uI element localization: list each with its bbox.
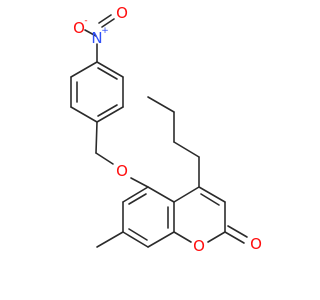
charge-minus: - — [84, 16, 87, 26]
bond-c4-c3-inner — [200, 193, 220, 206]
bond-c2-o1 — [207, 231, 226, 243]
bond-carbonyl-2 — [227, 225, 248, 238]
bond-n-o-right-outer — [101, 18, 115, 28]
bond-n-o-left — [84, 29, 97, 37]
bond-n-o-right-inner — [98, 14, 112, 24]
atom-carbonyl-o: O — [250, 235, 262, 253]
bond-c7-c8 — [122, 231, 149, 248]
bond-ring-ch2 — [95, 121, 98, 154]
bond-benzene-inner-2 — [97, 104, 118, 117]
structure-diagram: O - N + O O O O — [70, 4, 262, 255]
bonds — [70, 14, 248, 248]
bond-benzene-6 — [70, 61, 98, 78]
bond-butyl-2 — [173, 141, 200, 158]
bond-benzene-4 — [70, 106, 98, 123]
charge-plus: + — [101, 26, 109, 36]
bond-c5-c6-inner — [128, 193, 147, 205]
bond-carbonyl-1 — [224, 231, 245, 244]
bond-benzene-inner-1 — [97, 67, 118, 80]
bond-o-c5 — [130, 177, 149, 188]
bond-butyl-4 — [147, 96, 175, 113]
bond-benzene-3 — [96, 106, 124, 123]
atom-nitro-o-left: O — [73, 19, 85, 37]
atom-ring-o: O — [193, 237, 205, 255]
bond-c8-c8a — [147, 231, 175, 248]
atom-nitro-n: N — [91, 29, 102, 47]
bond-c5-c6 — [122, 186, 149, 203]
atom-nitro-o-right: O — [116, 4, 128, 22]
bond-c7-c8-inner — [128, 228, 148, 241]
bond-methyl — [96, 231, 124, 248]
atom-labels: O - N + O O O O — [73, 4, 262, 255]
bond-ch2-o — [95, 152, 114, 165]
bond-c4a-c5 — [147, 186, 175, 203]
bond-benzene-1 — [96, 61, 124, 78]
molecule-canvas: O - N + O O O O — [70, 4, 262, 255]
bond-c4-c3 — [198, 186, 226, 203]
bond-c4a-c4 — [173, 186, 200, 203]
atom-ether-o: O — [116, 162, 128, 180]
bond-o1-c8a — [173, 231, 192, 243]
